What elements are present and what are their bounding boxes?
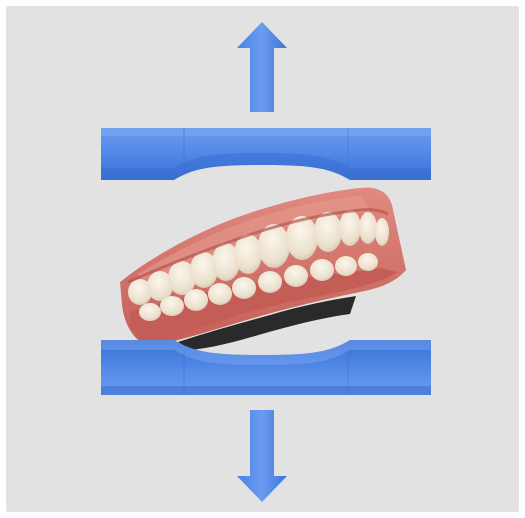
arrow-down-icon [237,410,287,502]
dental-model [120,188,406,350]
arrow-up-icon [237,22,287,112]
lower-plate [101,340,431,395]
upper-plate [101,128,431,180]
